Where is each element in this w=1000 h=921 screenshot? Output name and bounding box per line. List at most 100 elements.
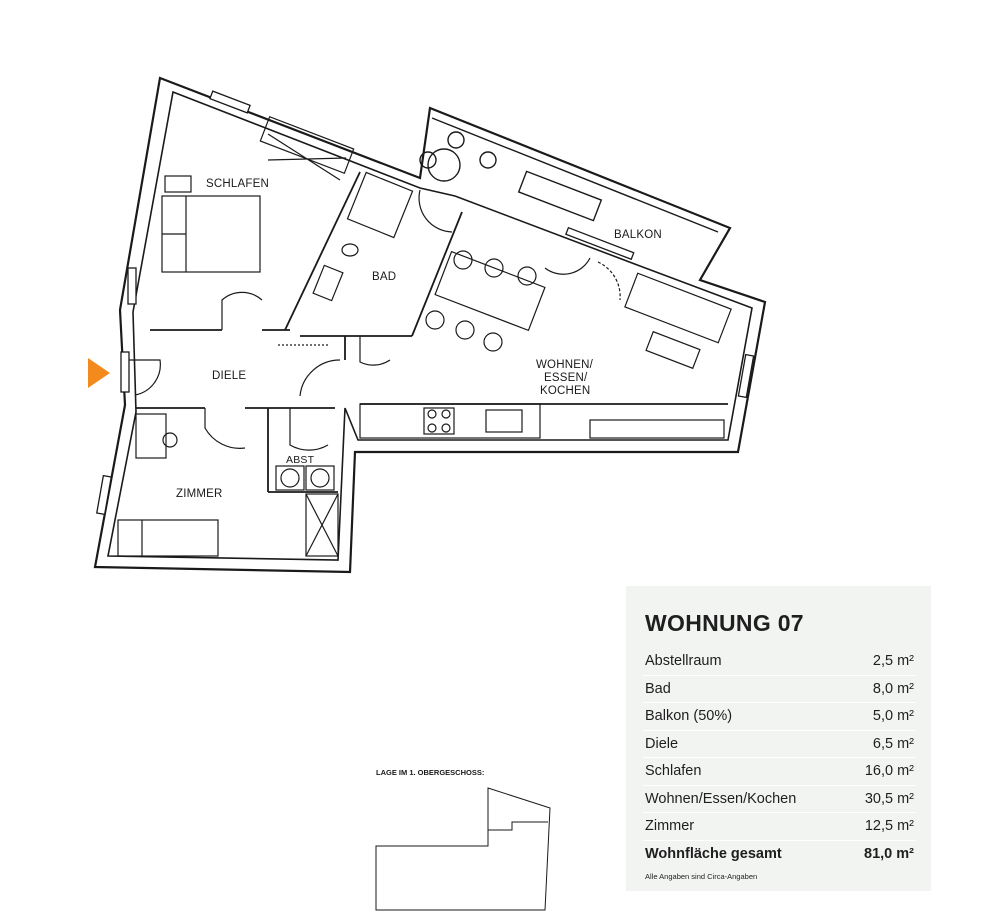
- dryer-drum: [310, 468, 330, 488]
- wardrobe-schlafen-x2: [267, 157, 347, 161]
- dining-chair-5: [455, 320, 475, 340]
- window-diele-left: [120, 351, 130, 393]
- balcony-railing: [431, 117, 719, 233]
- total-row: Wohnfläche gesamt 81,0 m²: [643, 840, 916, 867]
- row-area: 12,5 m²: [845, 812, 916, 841]
- room-label-bad: BAD: [372, 271, 396, 283]
- wall-schlafen-bad: [284, 171, 361, 331]
- row-name: Schlafen: [643, 757, 846, 786]
- abst-appliances: [275, 465, 335, 491]
- kitchen-counter-right: [589, 419, 725, 439]
- window-wohnen-right: [737, 353, 755, 399]
- row-area: 5,0 m²: [845, 702, 916, 731]
- hob: [423, 407, 455, 435]
- dining-chair-2: [484, 258, 504, 278]
- wardrobe-schlafen-x1: [267, 133, 341, 181]
- washing-machine-drum: [280, 468, 300, 488]
- window-schlafen-left: [127, 267, 137, 305]
- dining-chair-1: [453, 250, 473, 270]
- hob-ring-4: [441, 423, 451, 433]
- coffee-table: [645, 330, 701, 370]
- wohnen-furniture: [359, 250, 732, 439]
- balcony-lounger: [517, 170, 603, 222]
- bed-zimmer: [117, 519, 219, 557]
- sofa: [624, 272, 732, 344]
- hob-ring-1: [427, 409, 437, 419]
- hob-ring-2: [441, 409, 451, 419]
- nightstand-schlafen: [164, 175, 192, 193]
- windows: [96, 90, 755, 516]
- wardrobe-zimmer: [305, 493, 339, 557]
- hob-ring-3: [427, 423, 437, 433]
- row-area: 8,0 m²: [845, 675, 916, 703]
- kitchen-counter: [359, 403, 541, 439]
- disclaimer-note: Alle Angaben sind Circa-Angaben: [645, 872, 758, 881]
- row-name: Balkon (50%): [643, 702, 846, 731]
- schlafen-furniture: [161, 115, 355, 273]
- exterior-walls: [93, 76, 767, 574]
- table-row: Balkon (50%)5,0 m²: [643, 702, 916, 731]
- outer-wall-line: [93, 76, 767, 574]
- balcony-table: [427, 148, 461, 182]
- door-schlafen: [221, 291, 263, 330]
- door-bad-balkon: [418, 189, 453, 233]
- shower: [346, 171, 414, 239]
- room-label-wohnen-3: KOCHEN: [540, 385, 590, 397]
- balcony-chair-1: [419, 151, 437, 169]
- dining-chair-4: [425, 310, 445, 330]
- door-balkon-2: [544, 257, 591, 275]
- dryer: [305, 465, 335, 491]
- row-name: Zimmer: [643, 812, 846, 841]
- balcony-chair-2: [447, 131, 465, 149]
- desk-zimmer: [135, 413, 167, 459]
- dining-table: [434, 250, 546, 332]
- sink: [485, 409, 523, 433]
- washing-machine: [275, 465, 305, 491]
- room-label-balkon: BALKON: [614, 229, 662, 241]
- balcony: [419, 117, 719, 233]
- room-label-zimmer: ZIMMER: [176, 488, 223, 500]
- total-area: 81,0 m²: [864, 845, 914, 862]
- wardrobe-zimmer-x2: [305, 493, 339, 557]
- dining-chair-6: [483, 332, 503, 352]
- row-area: 30,5 m²: [845, 785, 916, 813]
- apartment-title: WOHNUNG 07: [645, 610, 804, 636]
- interior-walls: [136, 171, 728, 493]
- door-abst: [289, 408, 329, 451]
- window-wohnen-top: [565, 226, 635, 261]
- window-zimmer-left: [96, 474, 112, 516]
- door-bad: [359, 336, 391, 366]
- total-name: Wohnfläche gesamt: [645, 845, 782, 862]
- row-area: 16,0 m²: [845, 757, 916, 786]
- location-outline: [375, 787, 551, 911]
- row-area: 2,5 m²: [845, 648, 916, 676]
- dining-chair-3: [517, 266, 537, 286]
- row-name: Abstellraum: [643, 648, 846, 676]
- door-entrance: [129, 359, 161, 396]
- location-label: LAGE IM 1. OBERGESCHOSS:: [376, 768, 484, 777]
- row-name: Wohnen/Essen/Kochen: [643, 785, 846, 813]
- row-name: Bad: [643, 675, 846, 703]
- washbasin: [312, 264, 344, 302]
- room-label-schlafen: SCHLAFEN: [206, 178, 269, 190]
- door-wohnen: [299, 359, 341, 397]
- row-area: 6,5 m²: [845, 730, 916, 758]
- room-label-wohnen-1: WOHNEN/: [536, 359, 594, 371]
- toilet: [341, 243, 359, 257]
- room-label-wohnen-2: ESSEN/: [544, 372, 588, 384]
- room-label-diele: DIELE: [212, 370, 246, 382]
- door-balkon: [597, 261, 621, 301]
- location-highlight: [488, 821, 548, 831]
- wall-bad-wohnen: [411, 211, 463, 337]
- entrance-arrow: [88, 358, 110, 388]
- door-zimmer: [204, 408, 246, 449]
- window-schlafen-top: [209, 90, 251, 114]
